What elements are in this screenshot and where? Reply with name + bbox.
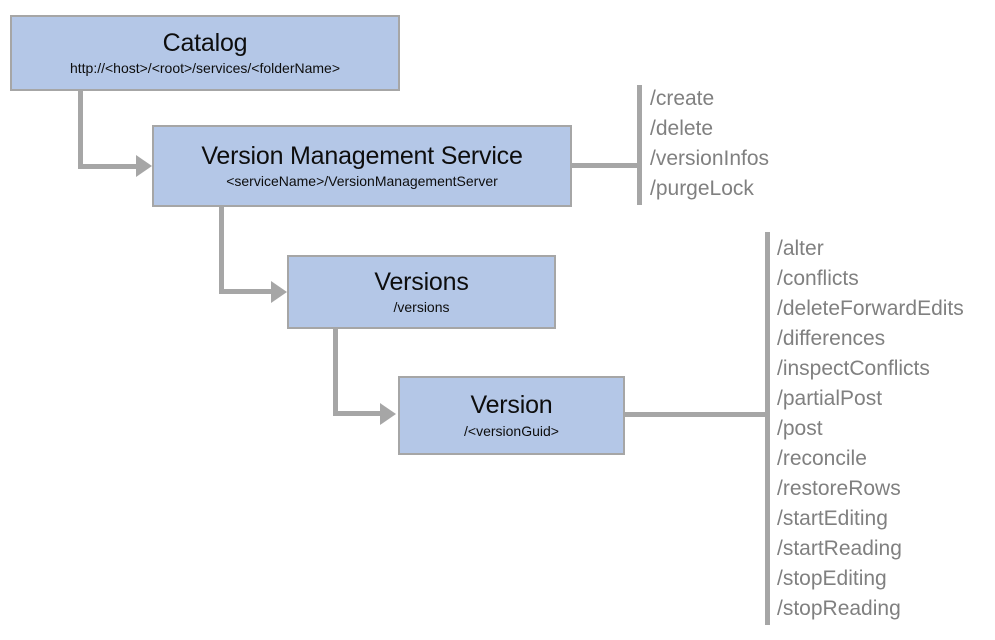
- operation-item[interactable]: /inspectConflicts: [777, 357, 930, 380]
- operation-item[interactable]: /reconcile: [777, 447, 867, 470]
- connector-catalog-to-service-horizontal: [78, 164, 140, 169]
- arrowhead-icon-catalog-to-service: [136, 155, 152, 177]
- node-versions-subtitle: /versions: [393, 299, 450, 316]
- connector-service-to-versions-vertical: [219, 207, 224, 292]
- operation-item[interactable]: /partialPost: [777, 387, 883, 410]
- node-versions-title: Versions: [374, 267, 469, 296]
- operation-list-service: /create /delete /versionInfos /purgeLock: [650, 84, 769, 204]
- connector-versions-to-version-horizontal: [333, 411, 384, 416]
- operation-item[interactable]: /differences: [777, 327, 886, 350]
- operation-item[interactable]: /versionInfos: [650, 147, 770, 170]
- operation-item[interactable]: /purgeLock: [650, 177, 754, 200]
- connector-catalog-to-service-vertical: [78, 91, 83, 169]
- connector-version-to-operations: [625, 412, 770, 417]
- bracket-service-operations: [637, 85, 642, 205]
- connector-service-to-operations: [572, 163, 642, 168]
- node-version-management-service-title: Version Management Service: [201, 141, 523, 170]
- node-version-title: Version: [470, 391, 553, 420]
- node-versions[interactable]: Versions /versions: [287, 255, 556, 329]
- operation-item[interactable]: /create: [650, 87, 715, 110]
- bracket-version-operations: [765, 232, 770, 625]
- node-catalog[interactable]: Catalog http://<host>/<root>/services/<f…: [10, 15, 400, 91]
- node-catalog-subtitle: http://<host>/<root>/services/<folderNam…: [69, 60, 341, 77]
- operation-item[interactable]: /startReading: [777, 537, 902, 560]
- node-catalog-title: Catalog: [162, 28, 248, 57]
- arrowhead-icon-service-to-versions: [271, 281, 287, 303]
- operation-item[interactable]: /delete: [650, 117, 714, 140]
- operation-item[interactable]: /restoreRows: [777, 477, 901, 500]
- operation-item[interactable]: /post: [777, 417, 823, 440]
- node-version[interactable]: Version /<versionGuid>: [398, 376, 625, 455]
- arrowhead-icon-versions-to-version: [380, 403, 396, 425]
- node-version-management-service-subtitle: <serviceName>/VersionManagementServer: [226, 173, 498, 190]
- operation-item[interactable]: /alter: [777, 237, 824, 260]
- connector-versions-to-version-vertical: [333, 329, 338, 414]
- operation-item[interactable]: /stopReading: [777, 597, 901, 620]
- operation-item[interactable]: /deleteForwardEdits: [777, 297, 964, 320]
- operation-item[interactable]: /stopEditing: [777, 567, 887, 590]
- connector-service-to-versions-horizontal: [219, 289, 275, 294]
- operation-list-version: /alter /conflicts /deleteForwardEdits /d…: [777, 234, 964, 624]
- operation-item[interactable]: /conflicts: [777, 267, 859, 290]
- operation-item[interactable]: /startEditing: [777, 507, 888, 530]
- node-version-subtitle: /<versionGuid>: [464, 422, 559, 439]
- node-version-management-service[interactable]: Version Management Service <serviceName>…: [152, 125, 572, 207]
